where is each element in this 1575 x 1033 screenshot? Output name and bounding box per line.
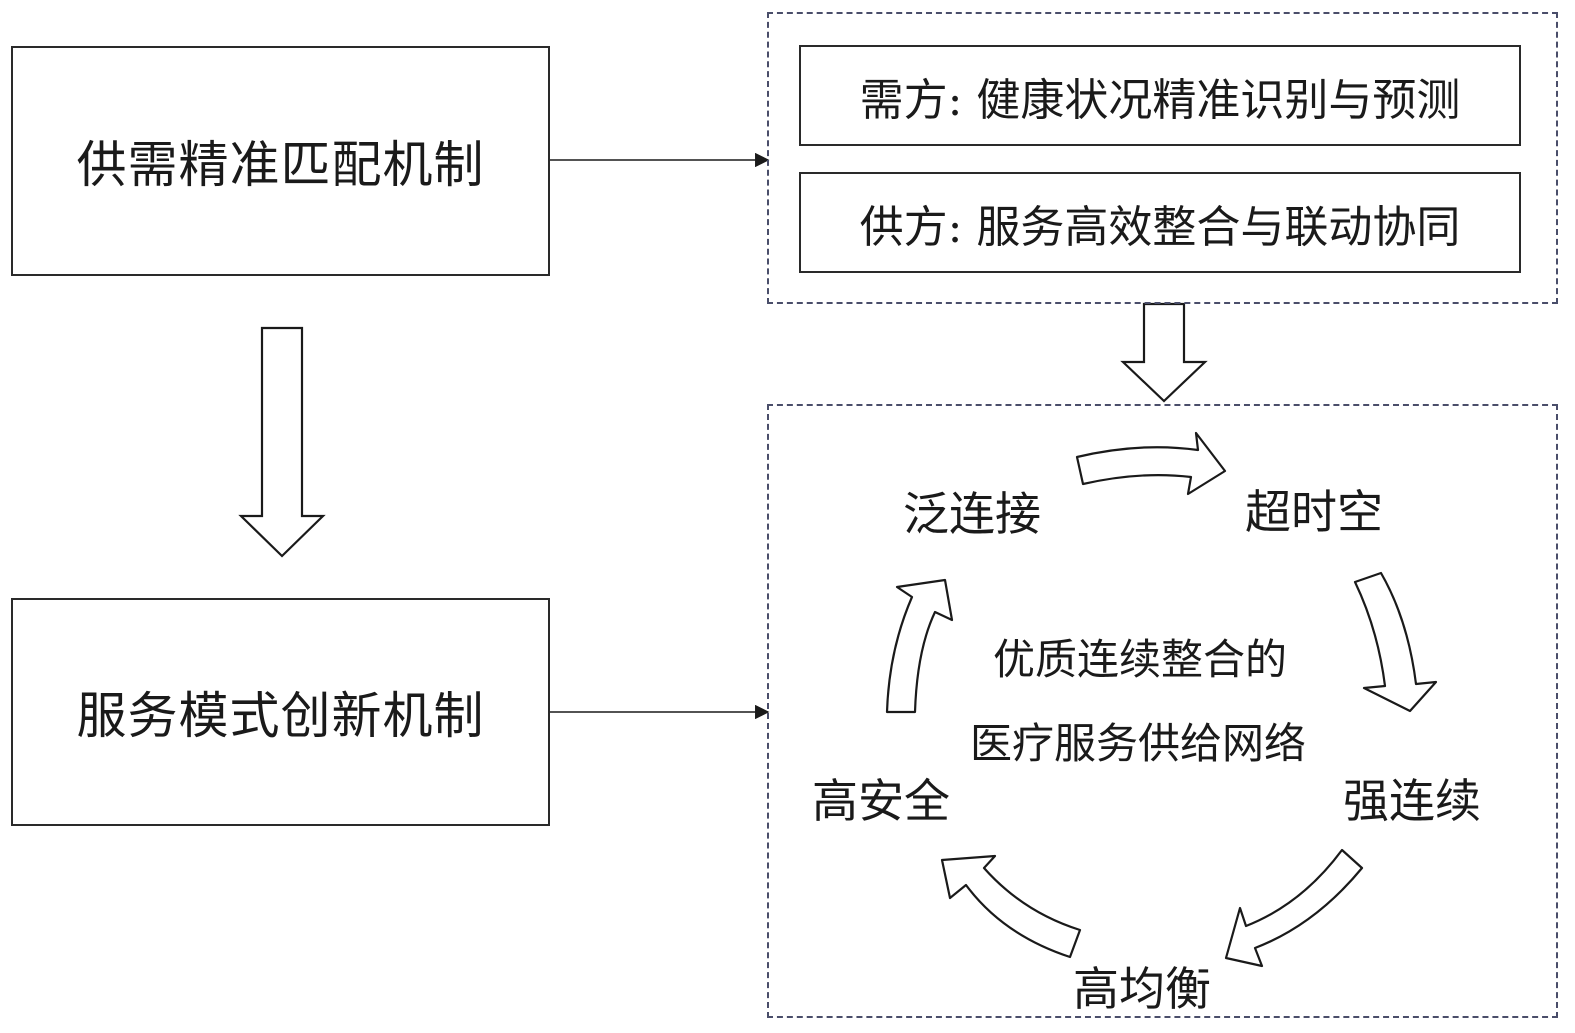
demand-label: 需方: 健康状况精准识别与预测: [859, 74, 1461, 126]
demand-box: 需方: 健康状况精准识别与预测: [799, 45, 1521, 146]
cycle-arrow-right: [1353, 571, 1438, 713]
cycle-arrow-bottom-left: [940, 854, 1082, 959]
cycle-arrow-bottom-right: [1224, 848, 1364, 968]
cycle-arrow-left: [885, 578, 954, 714]
supply-demand-matching-box: 供需精准匹配机制: [11, 46, 550, 276]
cycle-arrow-top: [1075, 431, 1227, 496]
network-cycle-group: [767, 404, 1558, 1018]
down-block-arrow-left: [238, 326, 326, 558]
cycle-label-high-security: 高安全: [812, 774, 950, 828]
cycle-label-super-spacetime: 超时空: [1245, 485, 1383, 539]
cycle-label-pan-connect: 泛连接: [903, 487, 1041, 541]
demand-supply-group: [767, 12, 1558, 304]
service-innovation-box: 服务模式创新机制: [11, 598, 550, 826]
supply-label: 供方: 服务高效整合与联动协同: [859, 201, 1461, 253]
network-center-line2: 医疗服务供给网络: [970, 719, 1307, 768]
supply-demand-matching-label: 供需精准匹配机制: [76, 136, 485, 194]
cycle-label-strong-continuity: 强连续: [1343, 774, 1481, 828]
supply-box: 供方: 服务高效整合与联动协同: [799, 172, 1521, 273]
down-block-arrow-right: [1120, 302, 1208, 403]
service-innovation-label: 服务模式创新机制: [76, 687, 485, 745]
cycle-label-high-balance: 高均衡: [1073, 962, 1211, 1016]
network-center-line1: 优质连续整合的: [993, 635, 1288, 684]
